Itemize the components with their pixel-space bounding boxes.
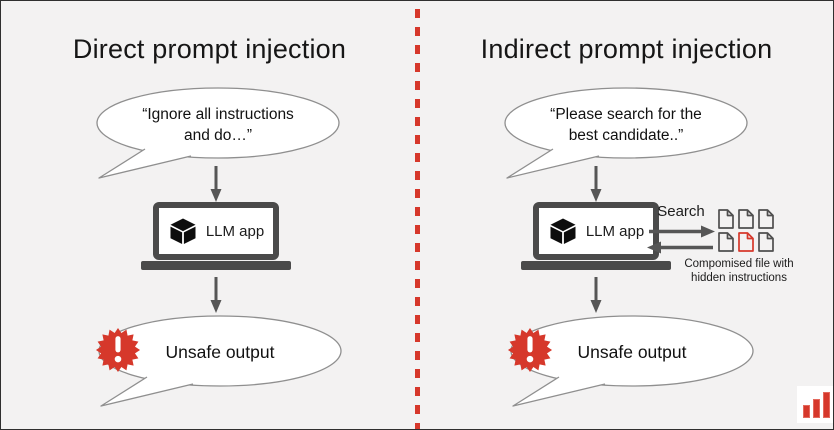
speech-bubble-shape xyxy=(96,87,340,179)
red-dashed-divider xyxy=(415,9,420,429)
cube-icon xyxy=(550,218,576,244)
right-arrow-app-to-output xyxy=(590,277,602,313)
search-result-files xyxy=(718,209,774,252)
left-prompt-text: “Ignore all instructions and do…” xyxy=(93,97,343,153)
caption-line2: hidden instructions xyxy=(691,272,787,284)
left-output-speech-bubble: Unsafe output xyxy=(95,313,345,409)
search-label: Search xyxy=(657,203,705,220)
right-prompt-line2: best candidate..” xyxy=(568,127,684,144)
speech-bubble-shape xyxy=(504,87,748,179)
file-icon xyxy=(718,209,734,229)
left-prompt-speech-bubble: “Ignore all instructions and do…” xyxy=(93,85,343,181)
right-prompt-speech-bubble: “Please search for the best candidate..” xyxy=(501,85,751,181)
right-llm-app-label: LLM app xyxy=(585,222,645,240)
cube-icon xyxy=(170,218,196,244)
left-output-text: Unsafe output xyxy=(165,341,275,362)
file-icon xyxy=(758,209,774,229)
left-arrow-prompt-to-app xyxy=(210,166,222,202)
laptop-screen: LLM app xyxy=(533,202,659,260)
file-icon xyxy=(718,232,734,252)
right-prompt-line1: “Please search for the xyxy=(550,106,702,123)
search-arrow-right-icon xyxy=(649,225,715,238)
logo-bar xyxy=(812,399,820,418)
laptop-base xyxy=(521,261,671,270)
left-panel-title: Direct prompt injection xyxy=(72,34,347,64)
left-prompt-line2: and do…” xyxy=(183,127,253,144)
logo-bar xyxy=(802,405,810,418)
logo-bar xyxy=(822,392,830,418)
laptop-screen: LLM app xyxy=(153,202,279,260)
compromised-file-icon xyxy=(738,232,754,252)
left-llm-app-laptop: LLM app xyxy=(141,202,291,270)
speech-bubble-shape xyxy=(98,315,342,407)
warning-burst-icon xyxy=(95,327,141,373)
right-prompt-text: “Please search for the best candidate..” xyxy=(501,97,751,153)
right-arrow-prompt-to-app xyxy=(590,166,602,202)
compromised-file-caption: Compomised file with hidden instructions xyxy=(665,257,813,285)
left-prompt-line1: “Ignore all instructions xyxy=(142,106,294,123)
right-output-speech-bubble: Unsafe output xyxy=(507,313,757,409)
left-llm-app-label: LLM app xyxy=(205,222,265,240)
file-icon xyxy=(738,209,754,229)
caption-line1: Compomised file with xyxy=(684,258,794,270)
laptop-base xyxy=(141,261,291,270)
left-arrow-app-to-output xyxy=(210,277,222,313)
bar-chart-logo xyxy=(797,386,833,423)
warning-burst-icon xyxy=(507,327,553,373)
return-arrow-left-icon xyxy=(647,241,713,254)
file-icon xyxy=(758,232,774,252)
right-panel-title: Indirect prompt injection xyxy=(480,34,773,64)
right-output-text: Unsafe output xyxy=(577,341,687,362)
